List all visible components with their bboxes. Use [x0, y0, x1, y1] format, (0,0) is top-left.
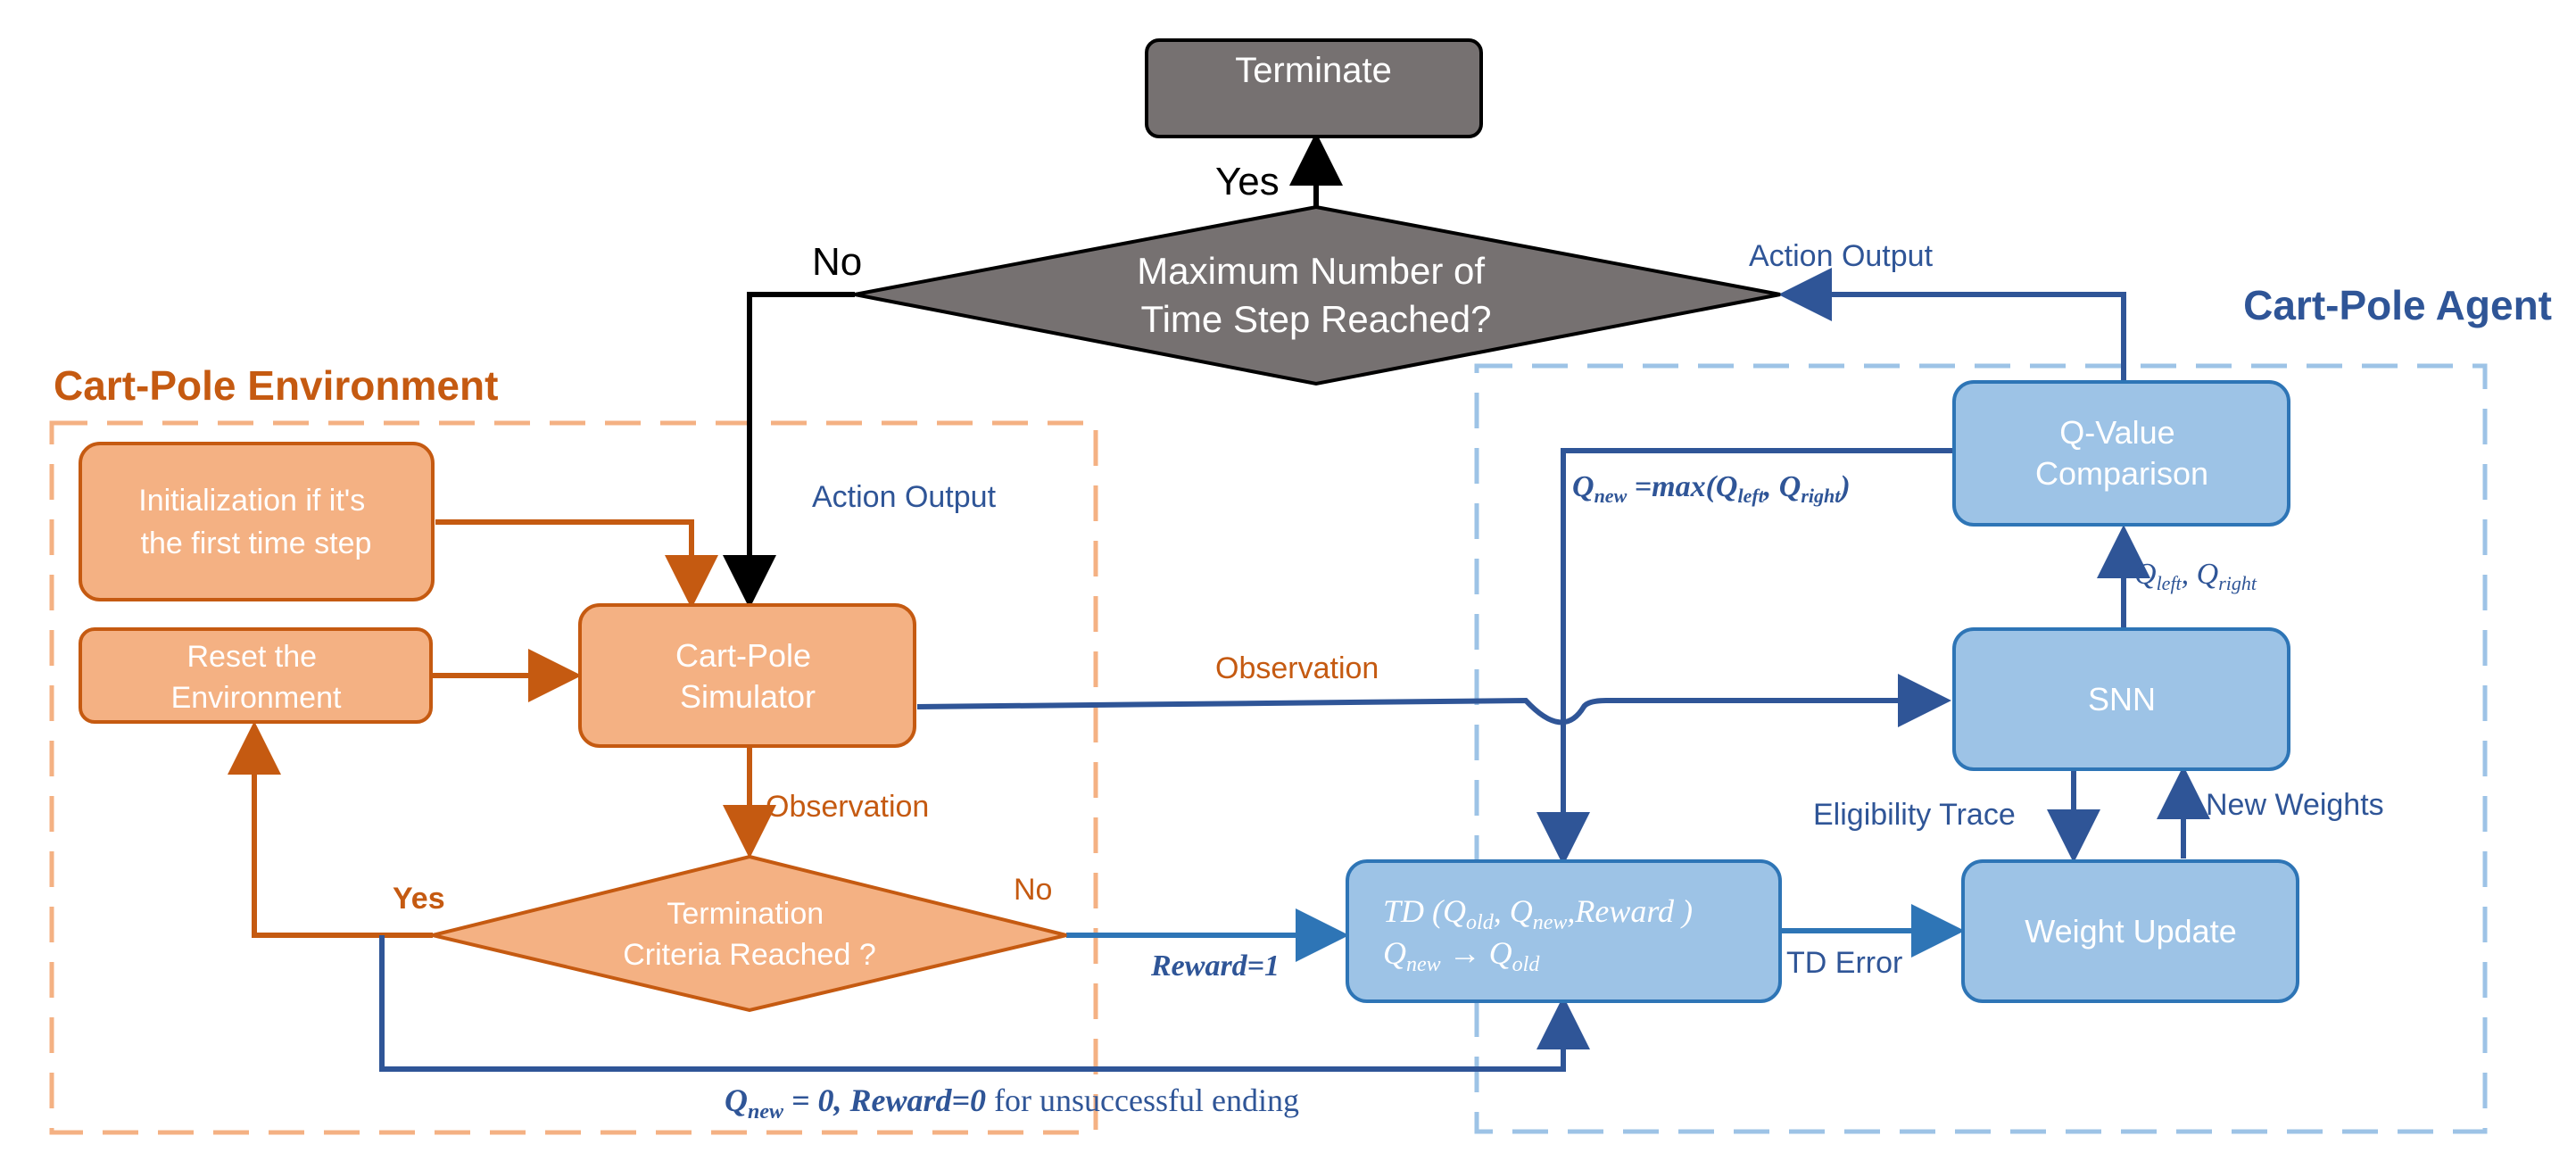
qmax-eq: =max(Q — [1627, 470, 1737, 503]
qmax-left: left — [1737, 485, 1764, 507]
td-q2: Q — [1510, 893, 1533, 929]
yes-top-label: Yes — [1215, 160, 1280, 203]
td-word: TD — [1383, 893, 1424, 929]
action-output-env-label: Action Output — [812, 480, 997, 514]
td2-arrow: → — [1441, 935, 1489, 971]
termination-label: Termination Criteria Reached ? — [623, 897, 875, 972]
observation-env-label: Observation — [766, 790, 929, 824]
qmax-close: ) — [1837, 470, 1850, 503]
arrow-unsuccessful-td — [379, 935, 1590, 1072]
qlr-q1: Q — [2134, 558, 2157, 591]
qvalue-line2: Comparison — [2035, 455, 2208, 492]
qvalue-line1: Q-Value — [2059, 414, 2174, 451]
simulator-line2: Simulator — [680, 678, 816, 715]
qmax-new: new — [1594, 485, 1628, 507]
termination-line2: Criteria Reached ? — [623, 938, 875, 972]
max-step-line1: Maximum Number of — [1137, 250, 1485, 292]
weight-update-box — [1961, 859, 2299, 1003]
qvalue-box — [1952, 380, 2290, 527]
terminate-label: Terminate — [1235, 51, 1392, 90]
qlr-q2: Q — [2197, 558, 2219, 591]
termination-diamond — [432, 854, 1067, 1013]
eligibility-trace-label: Eligibility Trace — [1813, 798, 2016, 832]
arrow-observation-snn — [916, 674, 1951, 727]
arrow-init-simulator — [435, 519, 718, 609]
max-step-line2: Time Step Reached? — [1141, 298, 1492, 340]
qzero-new: new — [748, 1100, 784, 1124]
reset-line2: Environment — [171, 681, 342, 715]
td-tail: ,Reward ) — [1567, 893, 1693, 929]
td2-q2: Q — [1489, 935, 1512, 971]
arrow-no-simulator — [723, 292, 855, 609]
reward-one-label: Reward=1 — [1150, 950, 1280, 983]
q-left-right-label: Qleft, Qright — [2134, 558, 2257, 594]
td-sub-new: new — [1533, 911, 1568, 934]
td-error-label: TD Error — [1786, 946, 1902, 980]
qlr-right: right — [2218, 572, 2257, 594]
no-top-label: No — [812, 240, 862, 284]
qzero-suffix: for unsuccessful ending — [986, 1082, 1299, 1118]
arrow-action-output — [1778, 268, 2126, 382]
initialization-label: Initialization if it's the first time st… — [138, 484, 374, 560]
qlr-left: left — [2157, 572, 2183, 594]
observation-top-label: Observation — [1215, 651, 1379, 685]
q-new-zero-label: Qnew = 0, Reward=0 for unsuccessful endi… — [725, 1082, 1299, 1124]
weight-update-label: Weight Update — [2025, 913, 2236, 950]
td-comma: , — [1494, 893, 1510, 929]
max-step-label: Maximum Number of Time Step Reached? — [1137, 250, 1495, 340]
qzero-rest: = 0, Reward=0 — [783, 1082, 986, 1118]
qvalue-label: Q-Value Comparison — [2035, 414, 2208, 492]
qmax-right: right — [1801, 485, 1841, 507]
simulator-label: Cart-Pole Simulator — [675, 637, 820, 715]
agent-region — [1474, 363, 2488, 1134]
reset-label: Reset the Environment — [171, 640, 342, 715]
initialization-line2: the first time step — [141, 527, 372, 560]
td-open: ( — [1424, 893, 1445, 929]
initialization-line1: Initialization if it's — [138, 484, 365, 518]
td2-sub-new: new — [1406, 953, 1441, 976]
qmax-q: Q — [1572, 470, 1594, 503]
td2-q1: Q — [1383, 935, 1406, 971]
agent-title: Cart-Pole Agent — [2243, 282, 2552, 328]
qzero-q: Q — [725, 1082, 748, 1118]
q-new-max-label: Qnew =max(Qleft, Qright) — [1572, 470, 1851, 507]
simulator-line1: Cart-Pole — [675, 637, 811, 674]
terminate-box — [1145, 38, 1483, 138]
reset-line1: Reset the — [187, 640, 318, 674]
new-weights-label: New Weights — [2206, 788, 2384, 822]
reset-box — [79, 627, 433, 724]
action-output-agent-label: Action Output — [1749, 239, 1934, 273]
td-box — [1346, 859, 1782, 1003]
td-sub-old: old — [1466, 911, 1495, 934]
environment-region — [49, 420, 1098, 1135]
max-step-diamond — [854, 204, 1781, 386]
initialization-box — [79, 442, 435, 601]
snn-box — [1952, 627, 2290, 771]
arrow-qvalue-td — [1536, 448, 1954, 866]
td-line2: Qnew → Qold — [1383, 935, 1540, 976]
arrow-yes-reset — [228, 721, 433, 938]
snn-label: SNN — [2088, 681, 2156, 717]
environment-title: Cart-Pole Environment — [54, 362, 498, 409]
qmax-comma: , Q — [1763, 470, 1802, 503]
td-q1: Q — [1443, 893, 1466, 929]
simulator-box — [578, 603, 916, 748]
yes-env-label: Yes — [393, 882, 445, 916]
qlr-comma: , — [2182, 558, 2197, 591]
no-env-label: No — [1014, 873, 1052, 907]
td-line1: TD (Qold, Qnew,Reward ) — [1383, 893, 1693, 934]
td2-sub-old: old — [1512, 953, 1541, 976]
termination-line1: Termination — [667, 897, 824, 931]
